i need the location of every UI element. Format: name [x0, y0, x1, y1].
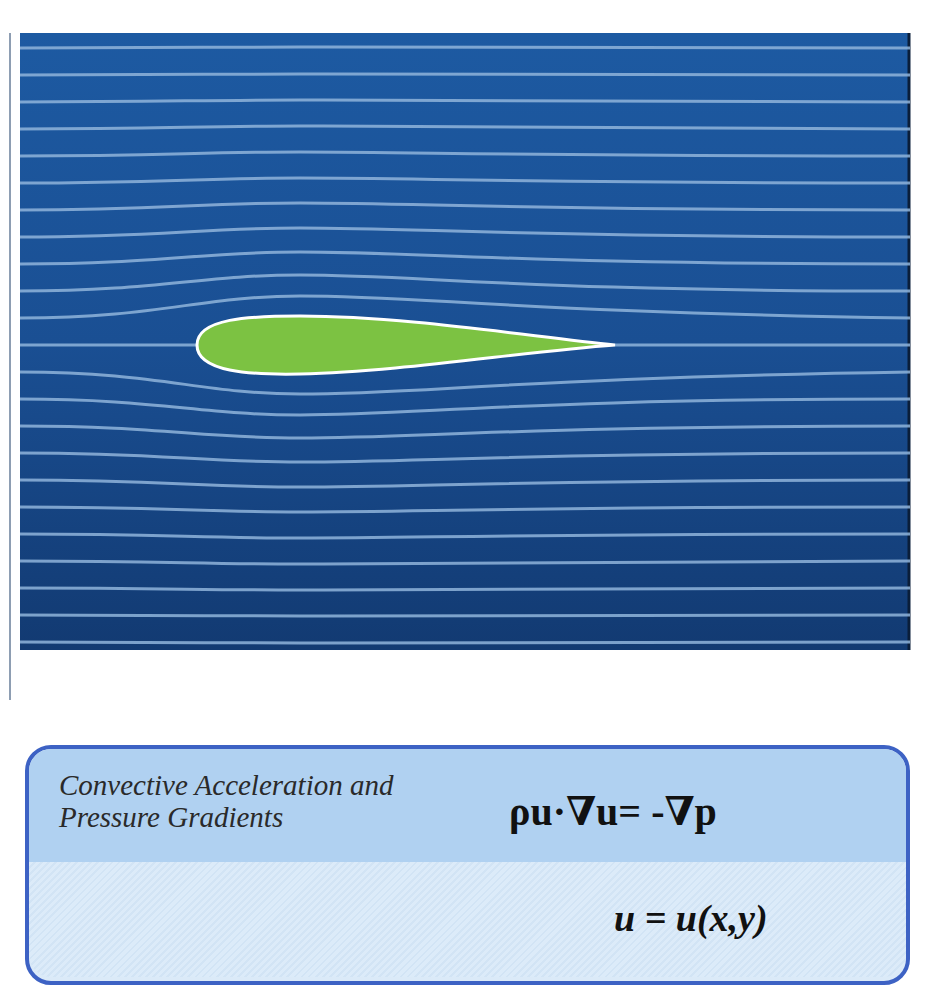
equation: u = u(x,y) [614, 896, 768, 940]
definition-band: u = u(x,y) [29, 862, 906, 977]
streamlines [20, 47, 910, 643]
airfoil [197, 316, 615, 374]
equation: ρu·∇u= -∇p [509, 787, 717, 835]
equation-band: Convective Acceleration and Pressure Gra… [29, 749, 906, 862]
frame-edge [908, 33, 911, 650]
flow-background [20, 33, 910, 650]
frame-edge [10, 33, 11, 700]
band-heading: Convective Acceleration and Pressure Gra… [59, 769, 439, 833]
